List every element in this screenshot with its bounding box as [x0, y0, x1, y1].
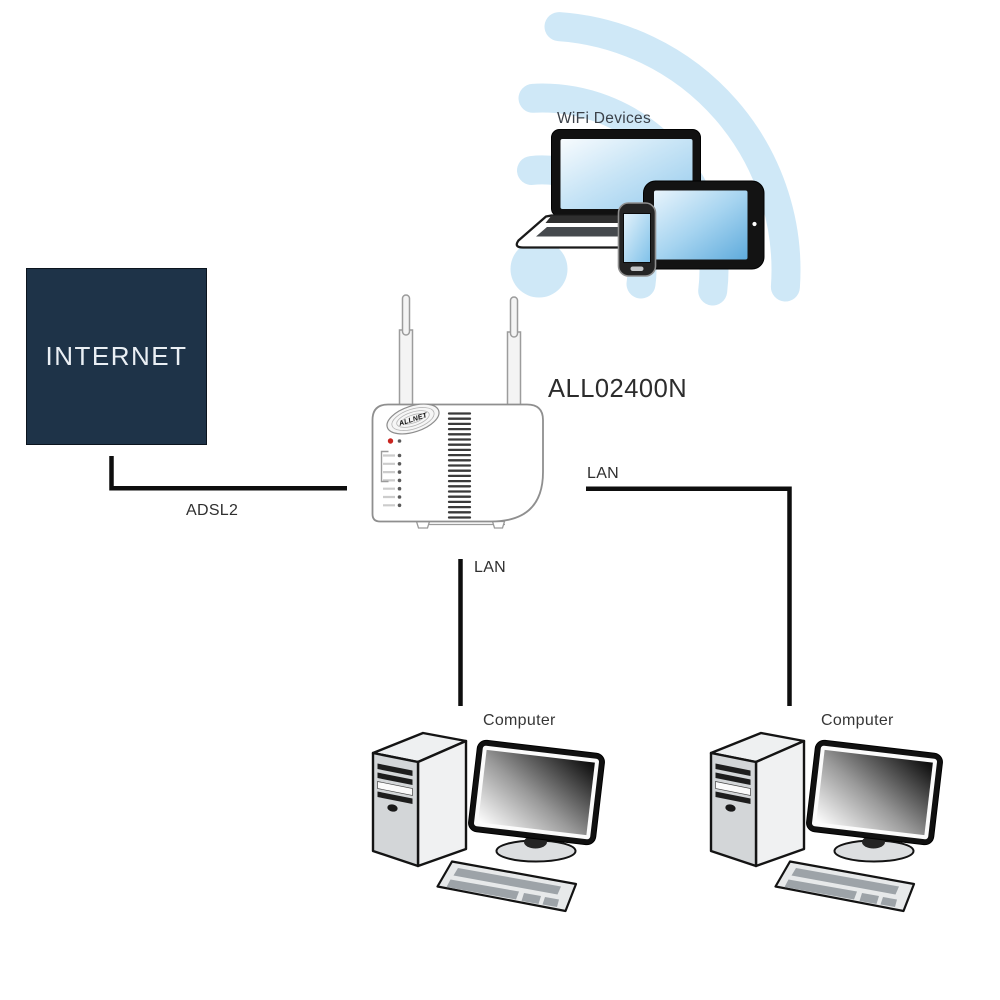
router-port-bracket — [380, 450, 389, 483]
wifi-dot — [510, 240, 568, 298]
internet-node: INTERNET — [26, 268, 207, 445]
router-body — [371, 403, 544, 523]
lan-right-label: LAN — [587, 465, 620, 482]
tablet-icon — [643, 180, 765, 270]
router-status-leds — [397, 439, 402, 508]
router-power-led — [387, 438, 394, 444]
computer-icon-2 — [709, 731, 945, 913]
router-stand — [415, 520, 506, 529]
lan-line-right — [586, 486, 792, 706]
lan-bottom-label: LAN — [474, 559, 507, 576]
router-brand-logo: ALLNET — [386, 403, 440, 435]
connection-lines — [109, 456, 792, 706]
computer-2-label: Computer — [821, 712, 894, 729]
smartphone-icon — [617, 202, 657, 277]
wifi-devices-label: WiFi Devices — [557, 110, 652, 127]
computer-icon-1 — [371, 731, 607, 913]
adsl2-label: ADSL2 — [186, 502, 239, 519]
wifi-arc-outer — [544, 12, 801, 302]
router-model-label: ALL02400N — [548, 375, 688, 403]
router-vents — [447, 412, 472, 519]
router-led-dashes — [383, 454, 395, 507]
adsl2-line — [109, 456, 347, 491]
router-antenna-right — [506, 296, 522, 409]
router-antenna-left — [398, 294, 414, 409]
computer-1-label: Computer — [483, 712, 556, 729]
internet-label: INTERNET — [45, 341, 188, 371]
phone-home-button — [630, 266, 644, 271]
router-icon: ALLNET — [371, 294, 544, 529]
tablet-camera — [752, 221, 757, 227]
